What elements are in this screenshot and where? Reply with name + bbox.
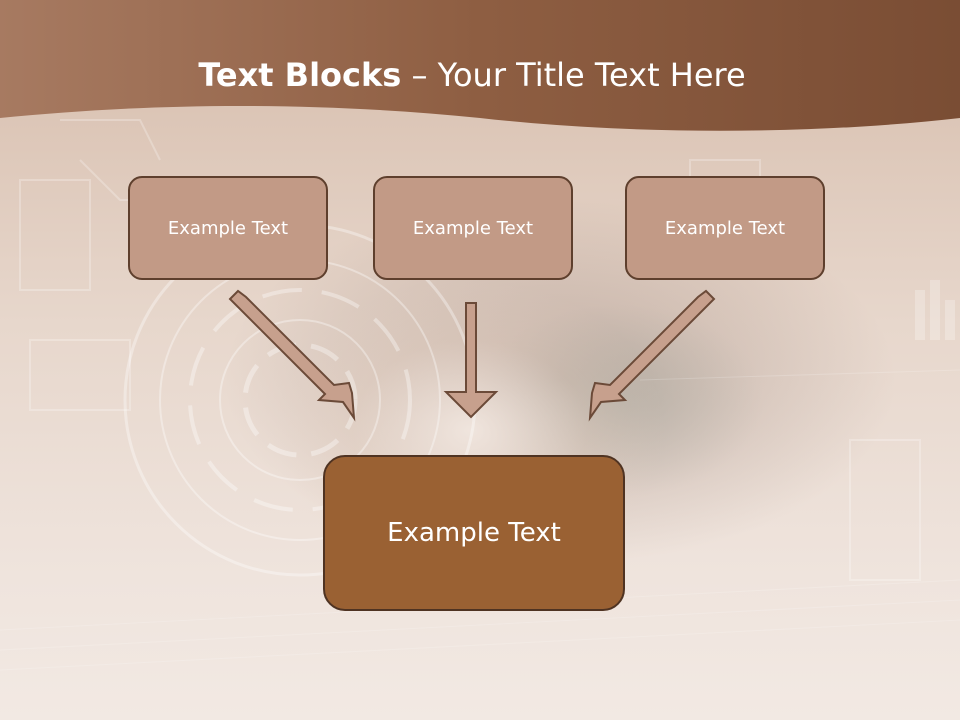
text-box-1[interactable]: Example Text bbox=[128, 176, 328, 280]
arrow-center bbox=[443, 302, 499, 419]
target-text-box-label: Example Text bbox=[387, 518, 561, 548]
title-bold: Text Blocks bbox=[198, 56, 402, 94]
arrow-left bbox=[228, 289, 356, 422]
text-box-2-label: Example Text bbox=[412, 217, 534, 239]
text-box-1-label: Example Text bbox=[167, 217, 289, 239]
title-dash: – bbox=[401, 56, 438, 94]
text-box-3-label: Example Text bbox=[664, 217, 786, 239]
slide-title: Text Blocks – Your Title Text Here bbox=[0, 50, 944, 100]
target-text-box[interactable]: Example Text bbox=[323, 455, 625, 611]
title-rest: Your Title Text Here bbox=[437, 56, 746, 94]
arrow-right bbox=[588, 289, 716, 422]
text-box-3[interactable]: Example Text bbox=[625, 176, 825, 280]
text-box-2[interactable]: Example Text bbox=[373, 176, 573, 280]
header-band bbox=[0, 0, 960, 131]
